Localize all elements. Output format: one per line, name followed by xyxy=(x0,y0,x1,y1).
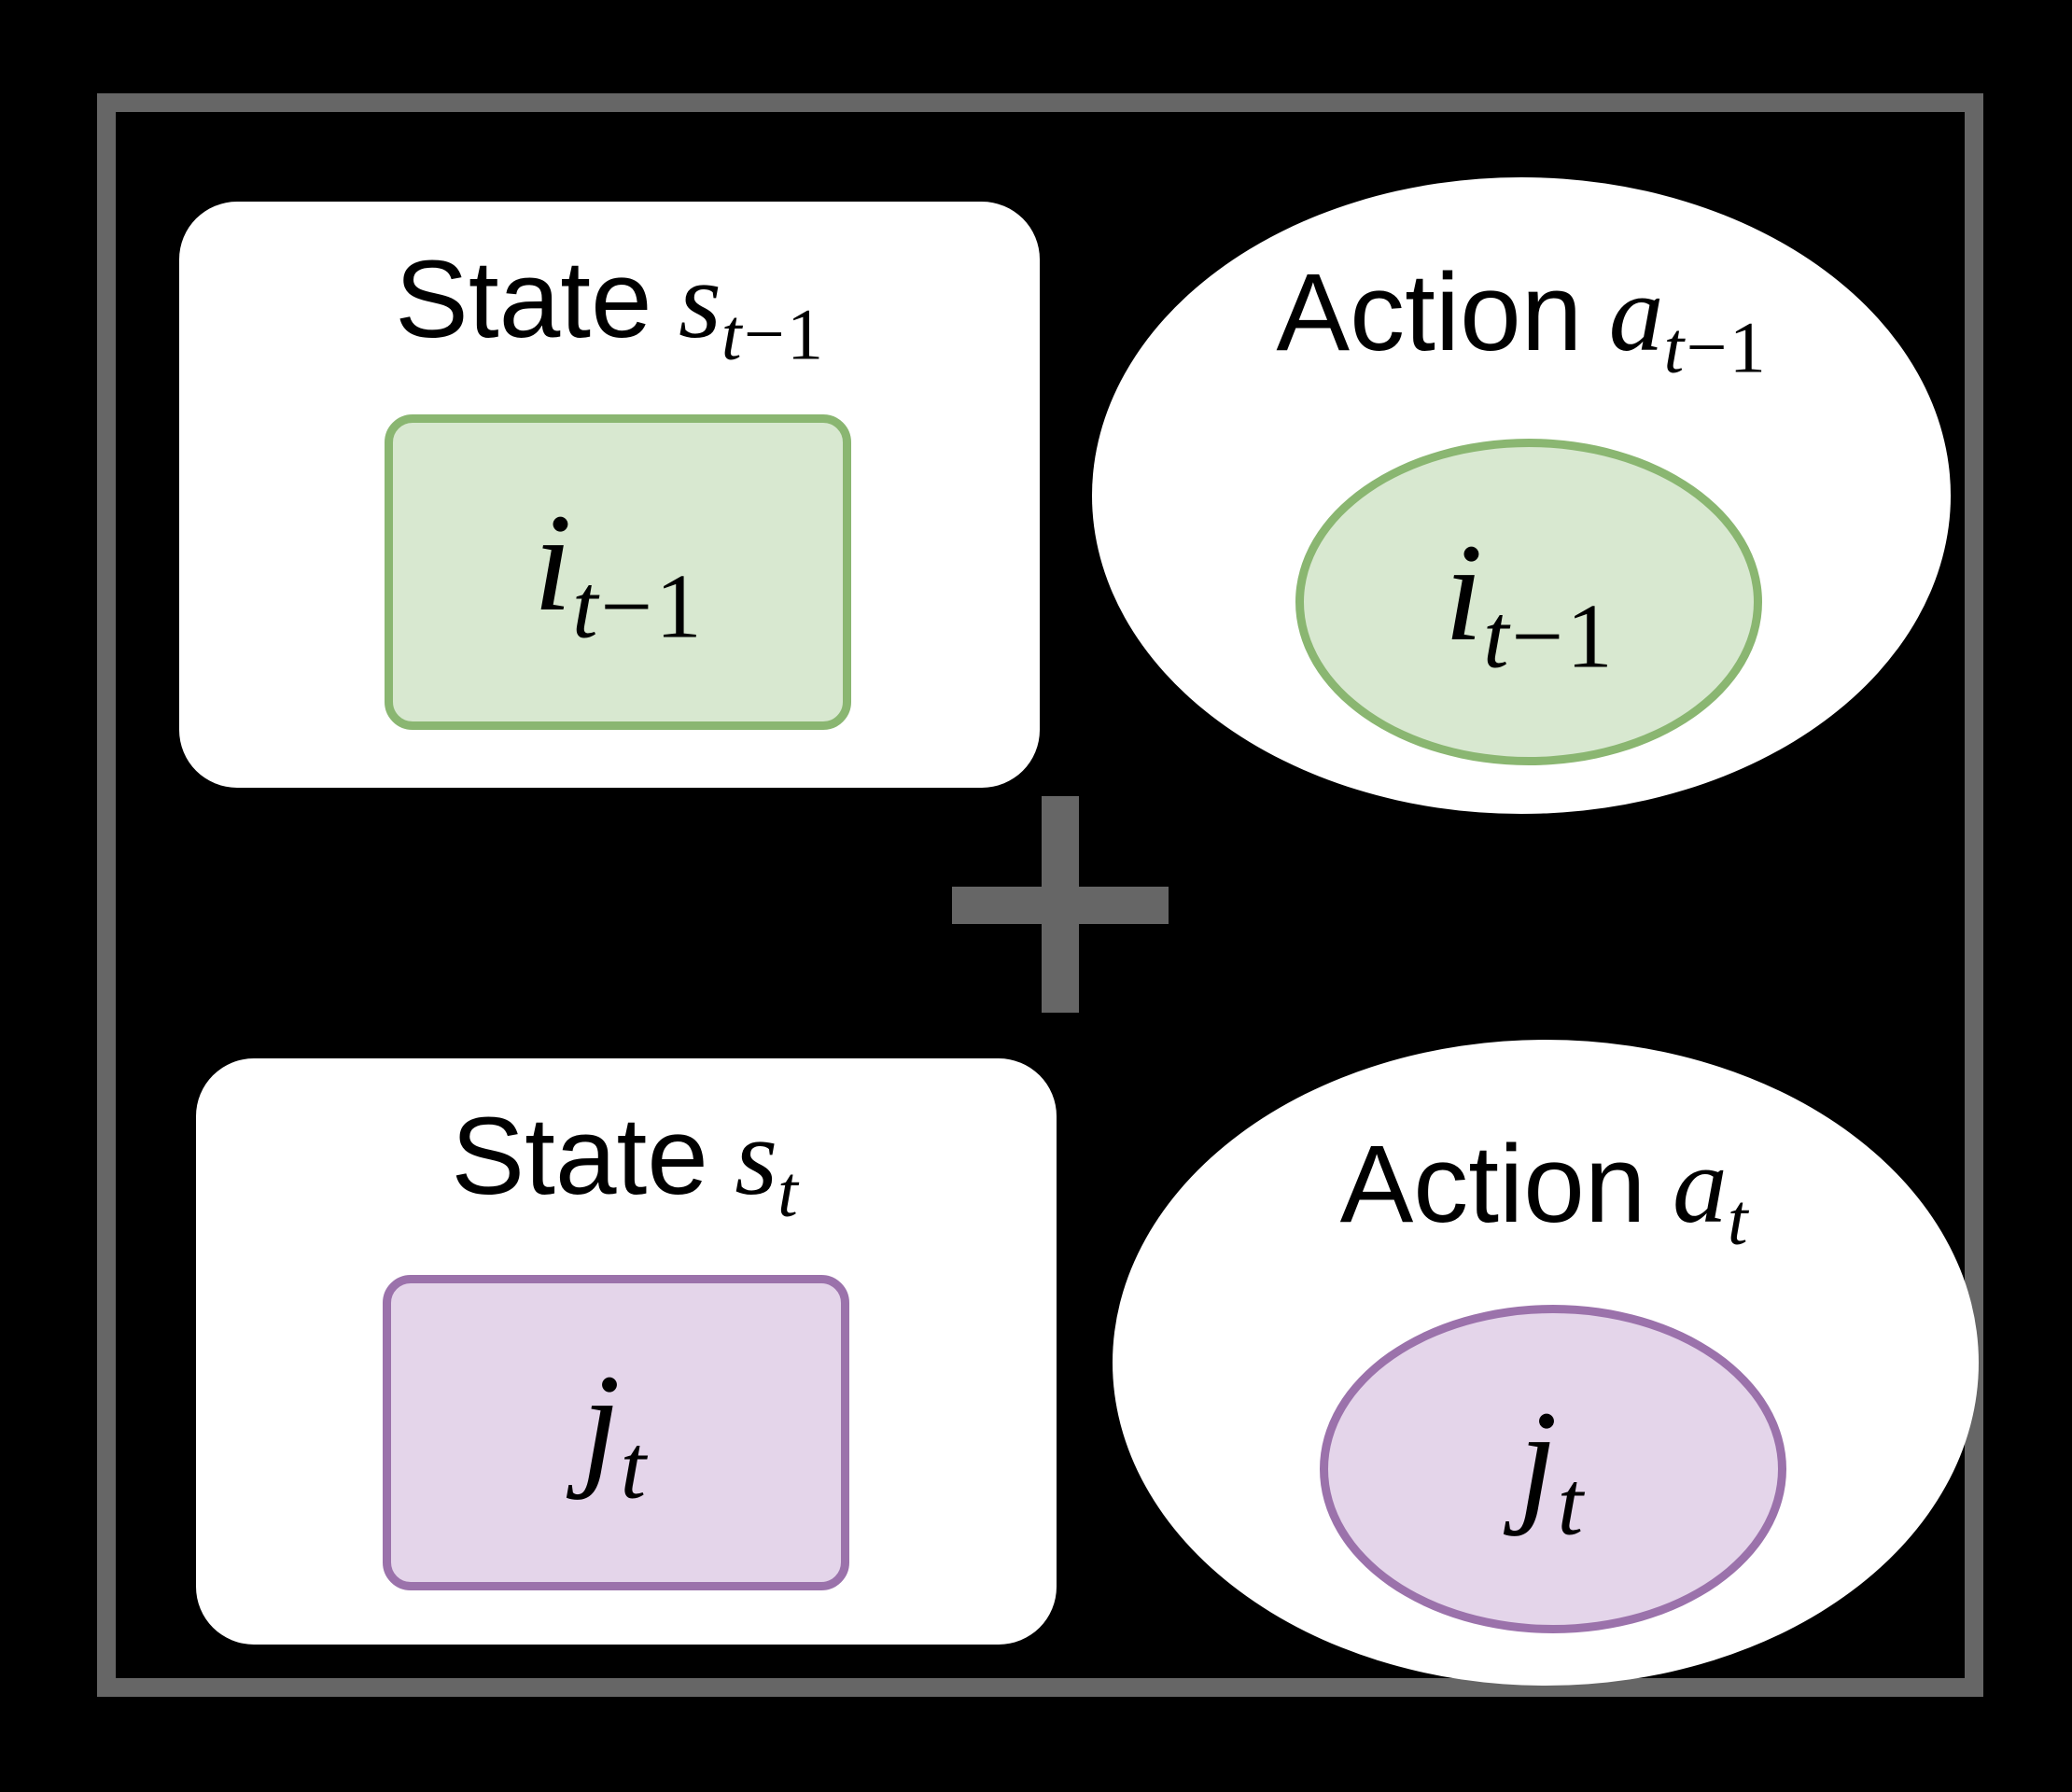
action-cur-title-subscript: t xyxy=(1728,1179,1752,1259)
plus-icon xyxy=(952,796,1169,1013)
action-cur-title-sub-var: t xyxy=(1727,1179,1749,1260)
action-cur-token-label: jt xyxy=(1519,1388,1588,1550)
action-prev-title-word: Action xyxy=(1276,251,1583,374)
state-cur-token-label: jt xyxy=(581,1351,651,1514)
action-cur-token-var: j xyxy=(1518,1382,1558,1538)
state-cur-token-var: j xyxy=(581,1346,621,1502)
state-cur-token-sub-var: t xyxy=(620,1416,648,1519)
state-prev-token-label: it−1 xyxy=(533,491,702,653)
action-prev-token-sub-minus: − xyxy=(1511,585,1565,688)
state-prev-token-box[interactable]: it−1 xyxy=(385,414,851,730)
action-prev-title-sub-num: 1 xyxy=(1729,307,1767,388)
state-prev-title-word: State xyxy=(395,238,652,361)
action-cur-title-word: Action xyxy=(1339,1123,1646,1246)
action-prev-token-sub-var: t xyxy=(1482,585,1510,688)
action-prev-token-oval[interactable]: it−1 xyxy=(1295,439,1762,765)
action-cur-title-var: a xyxy=(1672,1124,1728,1246)
state-cur-title-subscript: t xyxy=(777,1151,802,1231)
state-cur-title-word: State xyxy=(451,1095,708,1218)
action-cur-token-oval[interactable]: jt xyxy=(1320,1305,1786,1633)
action-prev-token-var: i xyxy=(1444,515,1483,671)
action-cur-title-sub-minus xyxy=(1748,1179,1751,1259)
state-prev-title-sub-num: 1 xyxy=(787,294,824,375)
state-prev-token-var: i xyxy=(533,485,572,641)
action-cur-token-sub-var: t xyxy=(1557,1452,1585,1555)
state-cur-title-sub-var: t xyxy=(777,1151,799,1232)
state-cur-token-subscript: t xyxy=(621,1417,651,1519)
state-cur-title-var: s xyxy=(735,1096,778,1218)
state-prev-title-subscript: t−1 xyxy=(721,294,824,374)
state-prev-title-sub-var: t xyxy=(721,294,743,375)
action-prev-token-sub-num: 1 xyxy=(1566,585,1614,688)
state-prev-token-sub-var: t xyxy=(571,555,599,658)
action-cur-token-subscript: t xyxy=(1558,1453,1588,1555)
state-prev-token-sub-num: 1 xyxy=(655,555,703,658)
state-prev-token-subscript: t−1 xyxy=(572,556,703,658)
state-prev-title-sub-minus: − xyxy=(743,294,786,375)
plus-icon-vertical-bar xyxy=(1042,796,1079,1013)
action-prev-title-sub-minus: − xyxy=(1686,307,1729,388)
state-cur-title-sub-minus xyxy=(799,1151,802,1231)
action-prev-token-subscript: t−1 xyxy=(1483,586,1614,688)
state-cur-token-sub-minus xyxy=(647,1417,651,1519)
action-prev-title-subscript: t−1 xyxy=(1664,307,1767,387)
state-prev-token-sub-minus: − xyxy=(600,555,654,658)
state-cur-token-box[interactable]: jt xyxy=(383,1275,849,1590)
action-prev-title-sub-var: t xyxy=(1663,307,1686,388)
action-prev-title-var: a xyxy=(1608,252,1664,374)
action-cur-token-sub-minus xyxy=(1584,1453,1588,1555)
state-prev-title-var: s xyxy=(678,239,721,361)
action-prev-token-label: it−1 xyxy=(1444,521,1613,683)
